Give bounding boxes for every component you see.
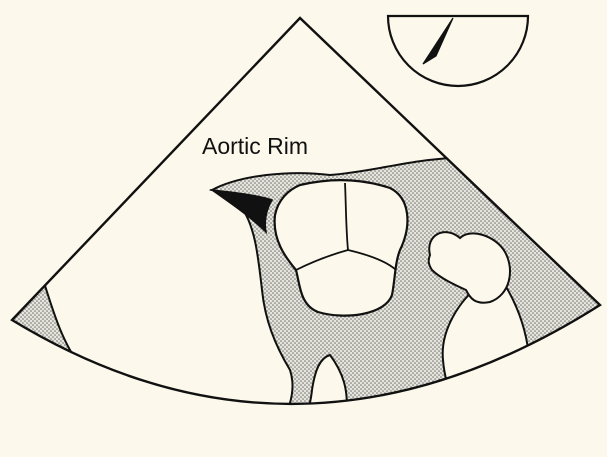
probe-orientation-icon [388,16,528,86]
central-tissue [212,158,607,457]
aortic-rim-label: Aortic Rim [202,133,308,160]
